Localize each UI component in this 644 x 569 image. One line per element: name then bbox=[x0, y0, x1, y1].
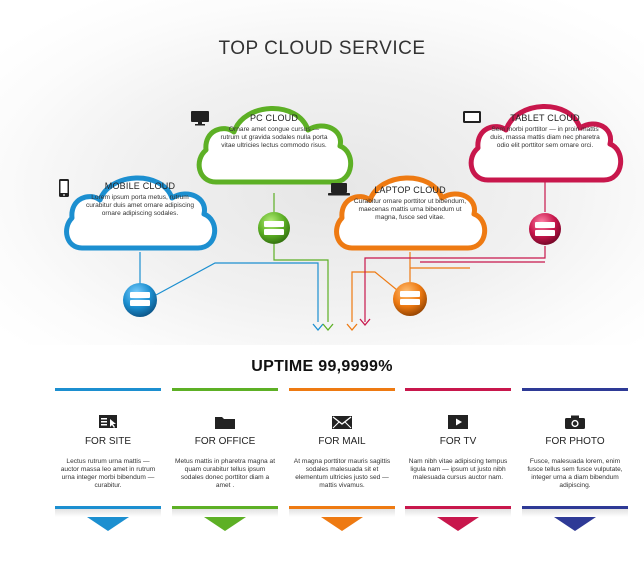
server-button-orange[interactable] bbox=[393, 282, 427, 316]
cloud-shape bbox=[196, 106, 354, 185]
uptime-heading: UPTIME 99,9999% bbox=[251, 358, 393, 375]
service-label: FOR OFFICE bbox=[194, 436, 256, 447]
service-site: FOR SITE Lectus rutrum urna mattis — auc… bbox=[55, 388, 161, 548]
bottom-rule bbox=[522, 506, 628, 509]
green-arrowhead bbox=[322, 323, 334, 332]
cloud-shape bbox=[334, 175, 488, 251]
server-button-red[interactable] bbox=[529, 213, 561, 245]
cloud-description: Ornare amet congue cursus — rutrum ut gr… bbox=[220, 126, 328, 149]
red-arrowhead bbox=[359, 318, 371, 327]
page-title: TOP CLOUD SERVICE bbox=[218, 38, 426, 59]
laptop-route-line bbox=[351, 271, 398, 322]
pointer-triangle bbox=[321, 517, 363, 531]
top-rule bbox=[55, 388, 161, 391]
cloud-shape bbox=[468, 104, 624, 183]
smartphone-icon bbox=[59, 179, 69, 197]
service-description: At magna porttitor mauris sagittis sodal… bbox=[293, 458, 391, 489]
service-label: FOR TV bbox=[439, 436, 477, 447]
pointer-triangle bbox=[554, 517, 596, 531]
service-office: FOR OFFICE Metus mattis in pharetra magn… bbox=[172, 388, 278, 548]
monitor-icon bbox=[191, 111, 209, 126]
pointer-triangle bbox=[87, 517, 129, 531]
cloud-tablet: TABLET CLOUD Sem morbi porttitor — in pr… bbox=[462, 86, 628, 186]
cloud-title: TABLET CLOUD bbox=[510, 113, 580, 123]
tablet-icon bbox=[463, 111, 481, 123]
service-photo: FOR PHOTO Fusce, malesuada lorem, enim f… bbox=[522, 388, 628, 548]
cloud-title: MOBILE CLOUD bbox=[104, 181, 176, 191]
cloud-mobile: MOBILE CLOUD Lorem ipsum porta metus, ru… bbox=[58, 158, 222, 254]
cloud-title: PC CLOUD bbox=[249, 113, 299, 123]
service-mail: FOR MAIL At magna porttitor mauris sagit… bbox=[289, 388, 395, 548]
camera-icon bbox=[565, 415, 585, 429]
cloud-shape bbox=[64, 175, 218, 251]
top-rule bbox=[289, 388, 395, 391]
service-description: Lectus rutrum urna mattis — auctor massa… bbox=[60, 458, 156, 489]
server-button-blue[interactable] bbox=[123, 283, 157, 317]
tablet-route-line bbox=[364, 246, 546, 322]
top-rule bbox=[172, 388, 278, 391]
pointer-triangle bbox=[437, 517, 479, 531]
mobile-route-line bbox=[155, 262, 319, 322]
service-label: FOR SITE bbox=[84, 436, 132, 447]
cloud-description: Sem morbi porttitor — in proin mattis du… bbox=[490, 126, 600, 149]
top-rule bbox=[522, 388, 628, 391]
bottom-rule bbox=[405, 506, 511, 509]
service-label: FOR MAIL bbox=[318, 436, 366, 447]
server-icon bbox=[535, 222, 555, 236]
website-icon bbox=[99, 415, 117, 428]
server-buttons bbox=[123, 212, 561, 317]
tv-play-icon bbox=[448, 415, 468, 429]
service-description: Fusce, malesuada lorem, enim fusce tellu… bbox=[527, 458, 623, 489]
pointer-triangle bbox=[204, 517, 246, 531]
service-label: FOR PHOTO bbox=[545, 436, 605, 447]
connection-lines bbox=[139, 172, 546, 332]
top-rule bbox=[405, 388, 511, 391]
pc-route-line bbox=[273, 244, 329, 322]
orange-arrowhead bbox=[346, 323, 358, 332]
server-button-green[interactable] bbox=[258, 212, 290, 244]
bottom-rule bbox=[289, 506, 395, 509]
cloud-description: Curabitur ornare porttitor ut bibendum, … bbox=[353, 198, 467, 221]
bottom-rule bbox=[172, 506, 278, 509]
bottom-rule bbox=[55, 506, 161, 509]
blue-arrowhead bbox=[312, 323, 324, 332]
envelope-icon bbox=[332, 416, 352, 429]
service-tv: FOR TV Nam nibh vitae adipiscing tempus … bbox=[405, 388, 511, 548]
server-icon bbox=[264, 221, 284, 235]
cloud-pc: PC CLOUD Ornare amet congue cursus — rut… bbox=[190, 88, 358, 188]
server-icon bbox=[130, 292, 150, 306]
laptop-icon bbox=[328, 183, 350, 196]
folder-icon bbox=[215, 417, 235, 429]
cloud-title: LAPTOP CLOUD bbox=[374, 185, 446, 195]
cloud-laptop: LAPTOP CLOUD Curabitur ornare porttitor … bbox=[328, 158, 492, 254]
service-description: Nam nibh vitae adipiscing tempus ligula … bbox=[408, 458, 508, 481]
server-icon bbox=[400, 291, 420, 305]
service-description: Metus mattis in pharetra magna at quam c… bbox=[174, 458, 276, 489]
cloud-description: Lorem ipsum porta metus, rutrum curabitu… bbox=[85, 194, 195, 217]
